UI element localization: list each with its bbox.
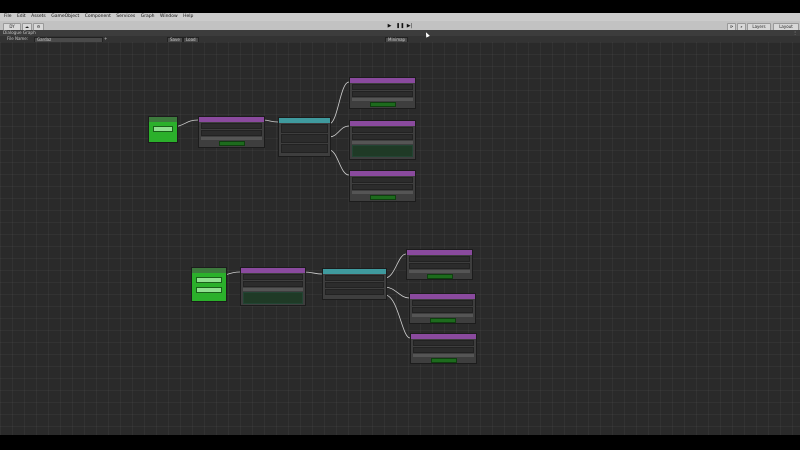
node-header[interactable] [149,117,177,122]
node-field[interactable] [412,300,473,306]
node-header[interactable] [199,117,264,122]
dialogue-node[interactable] [198,116,265,148]
dialogue-node[interactable] [349,120,416,160]
node-add-button[interactable] [429,318,456,323]
node-header[interactable] [323,269,386,274]
dialogue-node[interactable] [406,249,473,280]
node-field[interactable] [413,347,474,353]
menu-gameobject[interactable]: GameObject [51,14,80,19]
node-add-button[interactable] [426,274,453,279]
node-field[interactable] [412,307,473,313]
dialogue-node[interactable] [410,333,477,364]
edge [303,271,323,275]
node-field[interactable] [413,340,474,346]
choice-option[interactable] [325,289,384,295]
edge [384,253,407,279]
node-header[interactable] [192,268,226,273]
graph-canvas[interactable] [0,42,800,435]
node-slider[interactable] [413,354,474,357]
dialogue-node[interactable] [240,267,306,306]
node-slider[interactable] [409,270,470,273]
start-node-field[interactable] [196,287,222,293]
menu-window[interactable]: Window [159,14,178,19]
node-header[interactable] [241,268,305,273]
node-add-button[interactable] [369,195,396,200]
node-header[interactable] [350,121,415,126]
node-slider[interactable] [201,137,262,140]
node-field[interactable] [352,91,413,97]
choice-node[interactable] [278,117,331,157]
node-add-button[interactable] [218,141,245,146]
node-field[interactable] [201,130,262,136]
node-field[interactable] [352,184,413,190]
file-name-label: File Name: [7,36,29,41]
node-slider[interactable] [352,98,413,101]
menu-assets[interactable]: Assets [31,14,46,19]
node-add-button[interactable] [369,102,396,107]
choice-option[interactable] [281,124,328,133]
menu-component[interactable]: Component [84,14,111,19]
node-slider[interactable] [352,191,413,194]
node-audio-box[interactable] [243,292,303,304]
node-field[interactable] [409,263,470,269]
node-header[interactable] [279,118,330,123]
start-node-field[interactable] [196,277,222,283]
node-header[interactable] [350,78,415,83]
edge-layer [169,81,411,339]
dialogue-node[interactable] [349,170,416,202]
node-field[interactable] [352,177,413,183]
menu-services[interactable]: Services [116,14,136,19]
menu-help[interactable]: Help [183,14,194,19]
node-audio-box[interactable] [352,145,413,157]
node-field[interactable] [201,123,262,129]
node-header[interactable] [407,250,472,255]
menu-graph[interactable]: Graph [140,14,155,19]
edge [384,294,411,339]
node-field[interactable] [409,256,470,262]
node-field[interactable] [352,134,413,140]
file-name-extra[interactable]: + [104,36,108,41]
node-slider[interactable] [352,141,413,144]
node-header[interactable] [411,334,476,339]
node-slider[interactable] [243,288,303,291]
start-node[interactable] [148,116,178,143]
bottom-black-band [0,435,800,450]
dialogue-node[interactable] [349,77,416,109]
top-black-band [0,0,800,13]
node-field[interactable] [352,84,413,90]
node-field[interactable] [243,281,303,287]
node-slider[interactable] [412,314,473,317]
edge [328,81,350,125]
menu-bar: File Edit Assets GameObject Component Se… [0,13,800,21]
edge [384,286,410,299]
edge [328,149,350,176]
node-field[interactable] [352,127,413,133]
choice-node[interactable] [322,268,387,300]
choice-option[interactable] [325,282,384,288]
edge [328,125,350,138]
window-menu-icon[interactable]: ⋮ [792,30,797,35]
menu-file[interactable]: File [4,14,12,19]
choice-option[interactable] [281,144,328,153]
step-icon[interactable]: ▶| [406,22,413,29]
pause-icon[interactable]: ❚❚ [396,22,405,29]
play-icon[interactable]: ▶ [387,22,392,29]
node-header[interactable] [350,171,415,176]
start-node-field[interactable] [153,126,173,132]
window-tab: Dialogue Graph ⋮ [0,30,800,36]
dialogue-node[interactable] [409,293,476,324]
start-node[interactable] [191,267,227,302]
choice-option[interactable] [325,275,384,281]
node-header[interactable] [410,294,475,299]
node-field[interactable] [243,274,303,280]
edge [262,119,279,123]
choice-option[interactable] [281,134,328,143]
menu-edit[interactable]: Edit [16,14,26,19]
node-add-button[interactable] [430,358,457,363]
window-title[interactable]: Dialogue Graph [3,30,36,35]
